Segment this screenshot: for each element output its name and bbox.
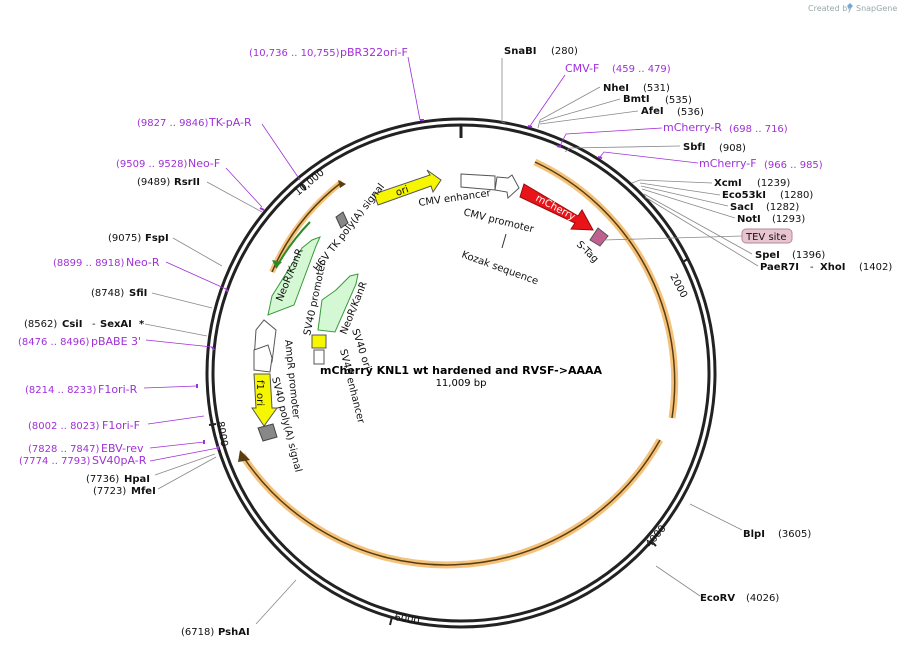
site-spei-pos: (1396) — [792, 250, 825, 261]
site-fspi-pos: (9075) — [108, 233, 141, 244]
primer-neor-name: Neo-R — [126, 256, 160, 269]
feature-neokanr-2: NeoR/KanR — [317, 273, 370, 336]
svg-text:CMV enhancer: CMV enhancer — [418, 188, 492, 209]
svg-text:CMV promoter: CMV promoter — [462, 207, 535, 235]
primer-neor-range: (8899 .. 8918) — [53, 258, 125, 269]
brand-name: SnapGene — [856, 4, 897, 13]
site-nhei-pos: (531) — [643, 83, 670, 94]
primer-neof-name: Neo-F — [188, 157, 220, 170]
svg-text:Kozak sequence: Kozak sequence — [460, 249, 540, 287]
site-ecorv-pos: (4026) — [746, 593, 779, 604]
site-mfei-name: MfeI — [131, 486, 156, 497]
primer-f1orif-range: (8002 .. 8023) — [28, 421, 100, 432]
site-bmti-name: BmtI — [623, 94, 650, 105]
tick-label-6000: 6000 — [393, 612, 420, 627]
site-spei-name: SpeI — [755, 250, 780, 261]
primer-cmvf-name: CMV-F — [565, 62, 599, 75]
plasmid-backbone — [205, 117, 717, 629]
primer-pbabe-name: pBABE 3' — [91, 335, 141, 348]
site-noti-pos: (1293) — [772, 214, 805, 225]
tick-label-2000: 2000 — [667, 272, 689, 300]
site-saci-name: SacI — [730, 202, 754, 213]
site-fspi-name: FspI — [145, 233, 169, 244]
site-psha-name: PshAI — [218, 627, 250, 638]
feature-f1ori: f1 ori — [251, 373, 278, 427]
feature-kozak: Kozak sequence — [460, 233, 540, 287]
site-csii-name: CsiI — [62, 319, 82, 330]
site-xcmi-pos: (1239) — [757, 178, 790, 189]
site-xcmi-name: XcmI — [714, 178, 742, 189]
primer-connectors — [143, 56, 699, 462]
feature-stag: S-Tag — [574, 227, 609, 265]
site-snabi-name: SnaBI — [504, 46, 536, 57]
site-connectors — [144, 58, 759, 625]
site-afei-name: AfeI — [641, 106, 664, 117]
primer-cmvf-range: (459 .. 479) — [612, 64, 671, 75]
site-rsrii-pos: (9489) — [137, 177, 170, 188]
site-saci-pos: (1282) — [766, 202, 799, 213]
primer-pbabe-range: (8476 .. 8496) — [18, 337, 90, 348]
site-eco53ki-name: Eco53kI — [722, 190, 766, 201]
primer-mcherryr-name: mCherry-R — [663, 121, 722, 134]
site-hpai-name: HpaI — [124, 474, 150, 485]
svg-text:ori: ori — [394, 184, 410, 199]
primer-ebvrev-name: EBV-rev — [101, 442, 144, 455]
feature-ori: ori — [373, 169, 442, 206]
site-xhoi-name: XhoI — [820, 262, 845, 273]
site-noti-name: NotI — [737, 214, 761, 225]
site-sfii-name: SfiI — [129, 288, 147, 299]
primer-f1orif-name: F1ori-F — [102, 419, 140, 432]
plasmid-size: 11,009 bp — [436, 378, 487, 389]
site-afei-pos: (536) — [677, 107, 704, 118]
site-paer7i-pos: (1402) — [859, 262, 892, 273]
site-paer7i-sep: - — [810, 262, 814, 273]
site-sbfi-name: SbfI — [683, 142, 705, 153]
primer-sv40par-range: (7774 .. 7793) — [19, 456, 91, 467]
svg-text:f1 ori: f1 ori — [254, 380, 265, 406]
site-bmti-pos: (535) — [665, 95, 692, 106]
svg-text:TEV site: TEV site — [745, 232, 787, 243]
primer-mcherryf-range: (966 .. 985) — [764, 160, 823, 171]
site-csii-sep: - — [92, 319, 96, 330]
site-paer7i-name: PaeR7I — [760, 262, 799, 273]
plasmid-name: mCherry KNL1 wt hardened and RVSF->AAAA — [320, 364, 603, 377]
svg-text:mCherry: mCherry — [534, 193, 577, 223]
site-sexai-name: SexAI — [100, 319, 132, 330]
site-sbfi-pos: (908) — [719, 143, 746, 154]
snapgene-logo-icon — [847, 3, 853, 9]
primer-f1orir-range: (8214 .. 8233) — [25, 385, 97, 396]
primer-mcherryf-name: mCherry-F — [699, 157, 757, 170]
site-eco53ki-pos: (1280) — [780, 190, 813, 201]
primer-sv40par-name: SV40pA-R — [92, 454, 147, 467]
created-by-label: Created by — [808, 4, 852, 13]
tick-label-10000: 10,000 — [293, 167, 327, 198]
site-mfei-pos: (7723) — [93, 486, 126, 497]
site-hpai-pos: (7736) — [86, 474, 119, 485]
site-rsrii-name: RsrII — [174, 177, 200, 188]
tick-label-8000: 8000 — [214, 421, 229, 448]
site-csii-pos: (8562) — [24, 319, 57, 330]
site-sexai-star: * — [139, 319, 145, 330]
site-blpi-pos: (3605) — [778, 529, 811, 540]
site-snabi-pos: (280) — [551, 46, 578, 57]
site-nhei-name: NheI — [603, 83, 629, 94]
site-ecorv-name: EcoRV — [700, 593, 735, 604]
site-sfii-pos: (8748) — [91, 288, 124, 299]
site-psha-pos: (6718) — [181, 627, 214, 638]
primer-pbr322-name: pBR322ori-F — [340, 46, 408, 59]
primer-neof-range: (9509 .. 9528) — [116, 159, 188, 170]
feature-tev-site: TEV site — [603, 228, 793, 244]
primer-tkpar-range: (9827 .. 9846) — [137, 118, 209, 129]
primer-tkpar-name: TK-pA-R — [208, 116, 252, 129]
primer-pbr322-range: (10,736 .. 10,755) — [249, 48, 340, 59]
primer-mcherryr-range: (698 .. 716) — [729, 124, 788, 135]
feature-green-arrow — [272, 221, 311, 269]
orange-feature-arcs — [238, 158, 679, 569]
site-blpi-name: BlpI — [743, 529, 765, 540]
primer-f1orir-name: F1ori-R — [98, 383, 138, 396]
primer-ebvrev-range: (7828 .. 7847) — [28, 444, 100, 455]
